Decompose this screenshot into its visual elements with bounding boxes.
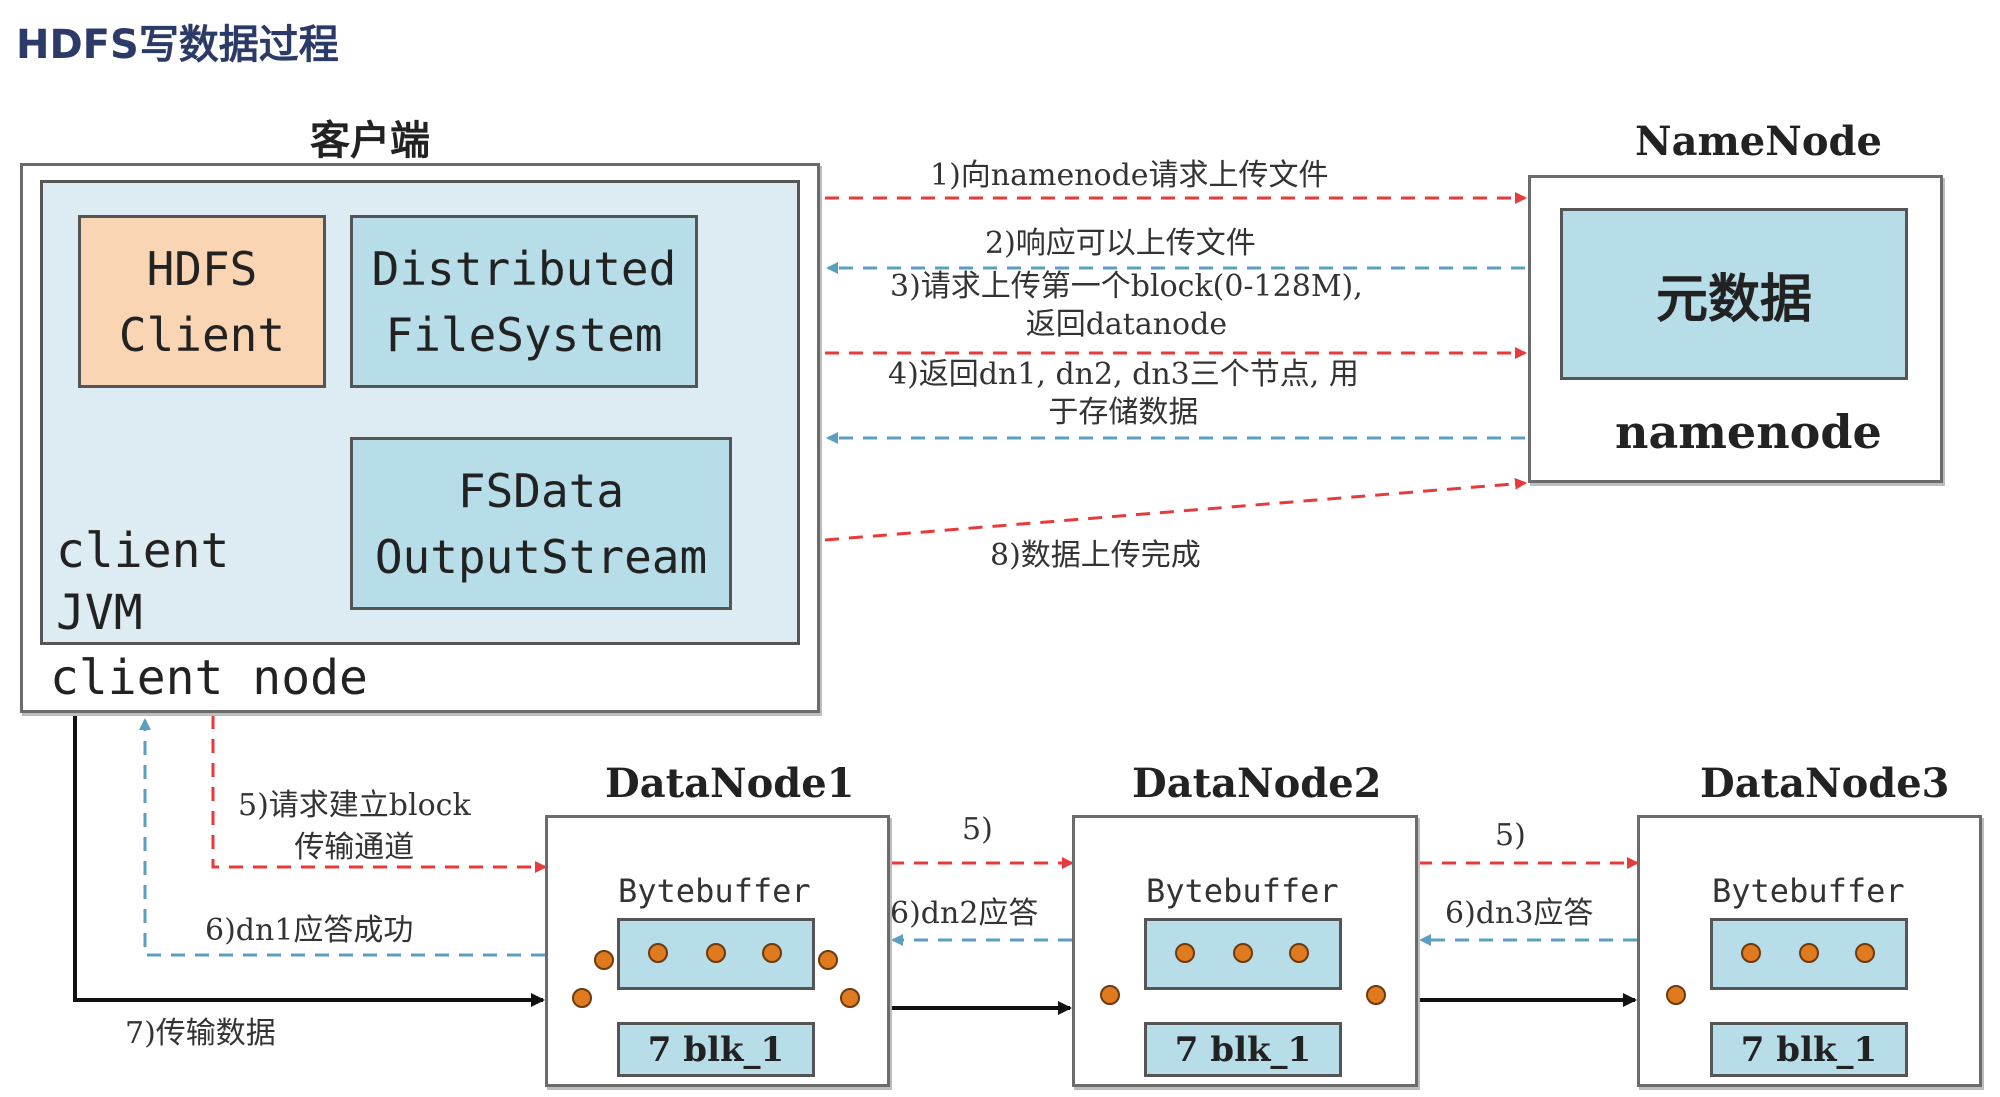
datanode2-buffer-dot <box>1289 943 1309 963</box>
datanode3-buffer-dot <box>1799 943 1819 963</box>
datanode1-buffer-dot <box>572 988 592 1008</box>
client-jvm-label: client JVM <box>56 523 230 641</box>
datanode3-buffer-dot <box>1666 985 1686 1005</box>
page-title: HDFS写数据过程 <box>16 22 339 68</box>
datanode3-block: 7 blk_1 <box>1710 1022 1908 1077</box>
arrow-step6 <box>139 718 545 957</box>
client-node-label: client node <box>50 650 368 706</box>
datanode2-buffer-dot <box>1175 943 1195 963</box>
dn2-step6-label: 6)dn2应答 <box>890 896 1039 931</box>
step2-label: 2)响应可以上传文件 <box>985 226 1256 261</box>
datanode1-buffer-dot <box>762 943 782 963</box>
datanode3-buffer-dot <box>1741 943 1761 963</box>
step6-label: 6)dn1应答成功 <box>205 913 414 948</box>
datanode2-buffer-dot <box>1233 943 1253 963</box>
step4-label: 4)返回dn1, dn2, dn3三个节点, 用 于存储数据 <box>888 357 1359 430</box>
datanode1-buffer-dot <box>594 950 614 970</box>
datanode3-header: DataNode3 <box>1700 760 1950 807</box>
datanode3-buffer-label: Bytebuffer <box>1712 872 1905 910</box>
datanode2-buffer-dot <box>1100 985 1120 1005</box>
datanode2-block: 7 blk_1 <box>1144 1022 1342 1077</box>
datanode2-buffer-dot <box>1366 985 1386 1005</box>
dn2-step5-label: 5) <box>962 812 993 847</box>
client-header: 客户端 <box>310 117 430 164</box>
distributed-filesystem-box: Distributed FileSystem <box>350 215 698 388</box>
datanode1-buffer-dot <box>840 988 860 1008</box>
datanode1-buffer-dot <box>648 943 668 963</box>
dn3-step5-label: 5) <box>1495 818 1526 853</box>
metadata-box: 元数据 <box>1560 208 1908 380</box>
step1-label: 1)向namenode请求上传文件 <box>930 158 1329 193</box>
datanode2-header: DataNode2 <box>1132 760 1382 807</box>
arrow-step7 <box>73 715 545 1007</box>
namenode-header: NameNode <box>1635 118 1882 165</box>
datanode1-buffer-dot <box>818 950 838 970</box>
step8-label: 8)数据上传完成 <box>990 538 1201 573</box>
datanode3-buffer-dot <box>1855 943 1875 963</box>
arrow-step8 <box>824 477 1527 542</box>
step7-label: 7)传输数据 <box>125 1016 276 1051</box>
hdfs-client-box: HDFS Client <box>78 215 326 388</box>
namenode-label: namenode <box>1615 405 1882 459</box>
datanode1-buffer-label: Bytebuffer <box>618 872 811 910</box>
datanode1-buffer-dot <box>706 943 726 963</box>
datanode1-block: 7 blk_1 <box>617 1022 815 1077</box>
fsdata-outputstream-box: FSData OutputStream <box>350 437 732 610</box>
step3-label: 3)请求上传第一个block(0-128M), 返回datanode <box>890 269 1363 342</box>
arrow-step5 <box>211 715 547 873</box>
dn3-step6-label: 6)dn3应答 <box>1445 896 1594 931</box>
datanode2-buffer-label: Bytebuffer <box>1146 872 1339 910</box>
datanode1-header: DataNode1 <box>605 760 855 807</box>
step5-label: 5)请求建立block 传输通道 <box>238 788 471 865</box>
